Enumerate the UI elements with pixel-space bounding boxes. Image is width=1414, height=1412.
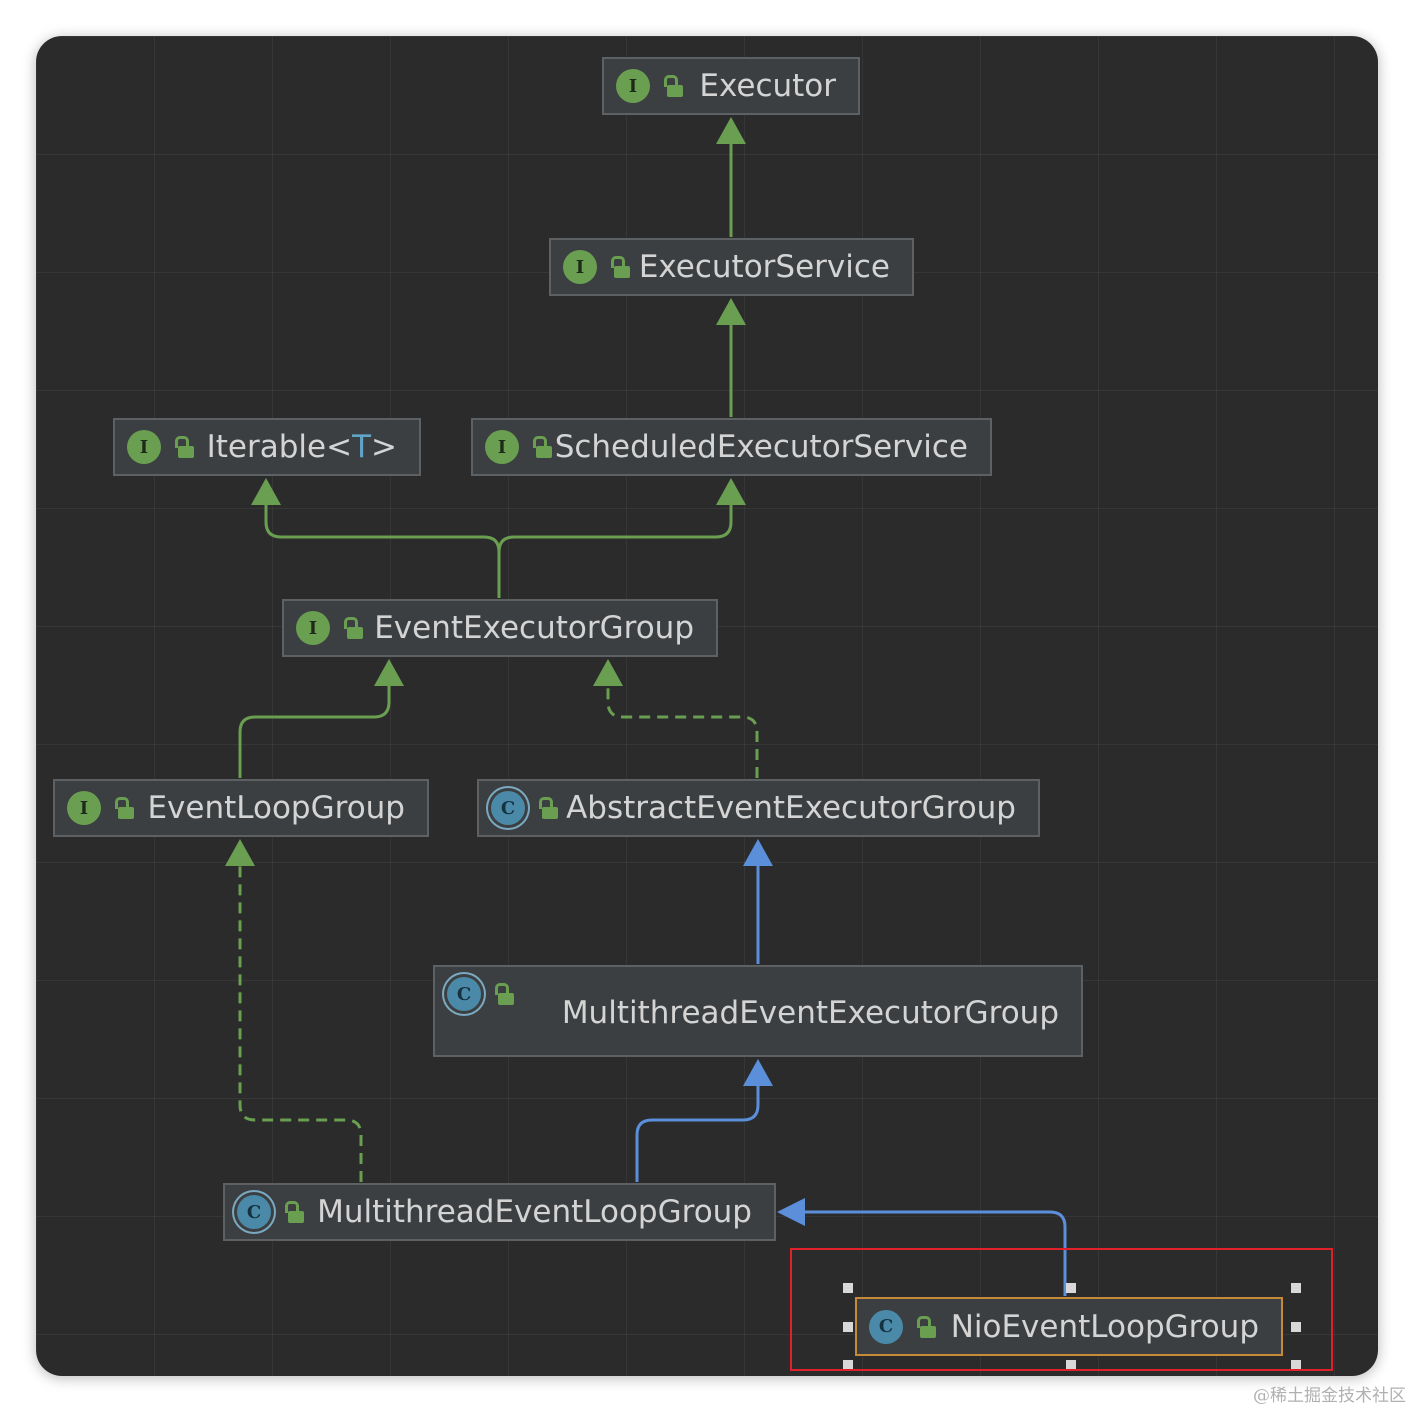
edge-multithread-event-loop-group-to-multithread-event-executor-group [635, 1084, 760, 1182]
abstract-class-icon: C [447, 977, 481, 1011]
node-label: EventExecutorGroup [374, 610, 694, 646]
resize-handle[interactable] [1291, 1283, 1301, 1293]
node-label: Iterable<T> [207, 429, 397, 465]
node-label-text: ScheduledExecutorService [554, 429, 968, 465]
edge-abstract-event-executor-group-to-event-executor-group [606, 684, 759, 778]
interface-icon: I [616, 69, 650, 103]
arrowhead-executor-service-to-executor [716, 117, 746, 144]
node-executor[interactable]: I Executor [602, 57, 860, 115]
interface-icon: I [296, 611, 330, 645]
public-visibility-icon [493, 983, 515, 1005]
node-label: ScheduledExecutorService [555, 429, 968, 465]
node-label: NioEventLoopGroup [951, 1309, 1259, 1345]
edge-event-executor-group-to-scheduled-executor-service [497, 503, 733, 598]
node-nio-event-loop-group[interactable]: C NioEventLoopGroup [855, 1297, 1283, 1356]
node-label-text: MultithreadEventExecutorGroup [561, 995, 1059, 1031]
public-visibility-icon [915, 1315, 937, 1338]
interface-icon: I [563, 250, 597, 284]
node-event-executor-group[interactable]: I EventExecutorGroup [282, 599, 718, 657]
node-label-text: NioEventLoopGroup [950, 1308, 1259, 1345]
node-label-text: Iterable< [206, 429, 353, 465]
arrowhead-multithread-event-loop-group-to-event-loop-group [225, 839, 255, 866]
node-multithread-event-executor-group[interactable]: C MultithreadEventExecutorGroup [433, 965, 1083, 1057]
edge-event-executor-group-to-iterable [264, 503, 501, 598]
abstract-class-icon: C [237, 1195, 271, 1229]
node-label-text: ExecutorService [638, 249, 890, 285]
watermark: @稀土掘金技术社区 [1253, 1386, 1406, 1406]
public-visibility-icon [662, 75, 684, 97]
arrowhead-event-executor-group-to-scheduled-executor-service [716, 478, 746, 505]
public-visibility-icon [173, 436, 195, 458]
node-label: ExecutorService [639, 249, 890, 285]
resize-handle[interactable] [1291, 1360, 1301, 1370]
public-visibility-icon [283, 1201, 305, 1223]
node-label-text: EventExecutorGroup [374, 610, 694, 646]
arrowhead-nio-event-loop-group-to-multithread-event-loop-group [777, 1198, 805, 1226]
node-label: MultithreadEventExecutorGroup [562, 995, 1059, 1031]
node-label-text: AbstractEventExecutorGroup [566, 790, 1016, 826]
interface-icon: I [485, 430, 519, 464]
node-label-text: MultithreadEventLoopGroup [317, 1194, 752, 1230]
node-scheduled-executor-service[interactable]: I ScheduledExecutorService [471, 418, 992, 476]
node-event-loop-group[interactable]: I EventLoopGroup [53, 779, 429, 837]
resize-handle[interactable] [843, 1360, 853, 1370]
node-label: AbstractEventExecutorGroup [566, 790, 1016, 826]
public-visibility-icon [531, 436, 553, 458]
arrowhead-multithread-event-loop-group-to-multithread-event-executor-group [743, 1059, 773, 1086]
arrowhead-multithread-event-executor-group-to-abstract-event-executor-group [743, 839, 773, 866]
node-abstract-event-executor-group[interactable]: C AbstractEventExecutorGroup [477, 779, 1040, 837]
node-label-text: EventLoopGroup [147, 790, 405, 826]
edges-layer [225, 117, 1067, 1296]
node-multithread-event-loop-group[interactable]: C MultithreadEventLoopGroup [223, 1183, 776, 1241]
public-visibility-icon [342, 617, 364, 639]
type-parameter: T [352, 429, 372, 465]
interface-icon: I [127, 430, 161, 464]
arrowhead-scheduled-executor-service-to-executor-service [716, 298, 746, 325]
resize-handle[interactable] [1066, 1360, 1076, 1370]
resize-handle[interactable] [843, 1321, 853, 1332]
arrowhead-event-loop-group-to-event-executor-group [374, 659, 404, 686]
public-visibility-icon [113, 797, 135, 819]
arrowhead-abstract-event-executor-group-to-event-executor-group [593, 659, 623, 686]
selection-highlight-box [790, 1248, 1333, 1371]
public-visibility-icon [609, 256, 631, 278]
node-label: MultithreadEventLoopGroup [317, 1194, 752, 1230]
abstract-class-icon: C [491, 791, 525, 825]
node-label: EventLoopGroup [147, 790, 405, 826]
arrowhead-event-executor-group-to-iterable [251, 478, 281, 505]
class-icon: C [869, 1309, 903, 1344]
public-visibility-icon [537, 797, 559, 819]
node-label-suffix: > [371, 429, 397, 465]
node-label-text: Executor [699, 68, 836, 104]
resize-handle[interactable] [1291, 1321, 1301, 1332]
resize-handle[interactable] [843, 1283, 853, 1293]
node-executor-service[interactable]: I ExecutorService [549, 238, 914, 296]
edge-event-loop-group-to-event-executor-group [238, 684, 391, 778]
node-label: Executor [699, 68, 836, 104]
edge-nio-event-loop-group-to-multithread-event-loop-group [803, 1210, 1067, 1296]
interface-icon: I [67, 791, 101, 825]
edge-multithread-event-loop-group-to-event-loop-group [238, 864, 363, 1182]
resize-handle[interactable] [1066, 1283, 1076, 1293]
node-iterable[interactable]: I Iterable<T> [113, 418, 421, 476]
